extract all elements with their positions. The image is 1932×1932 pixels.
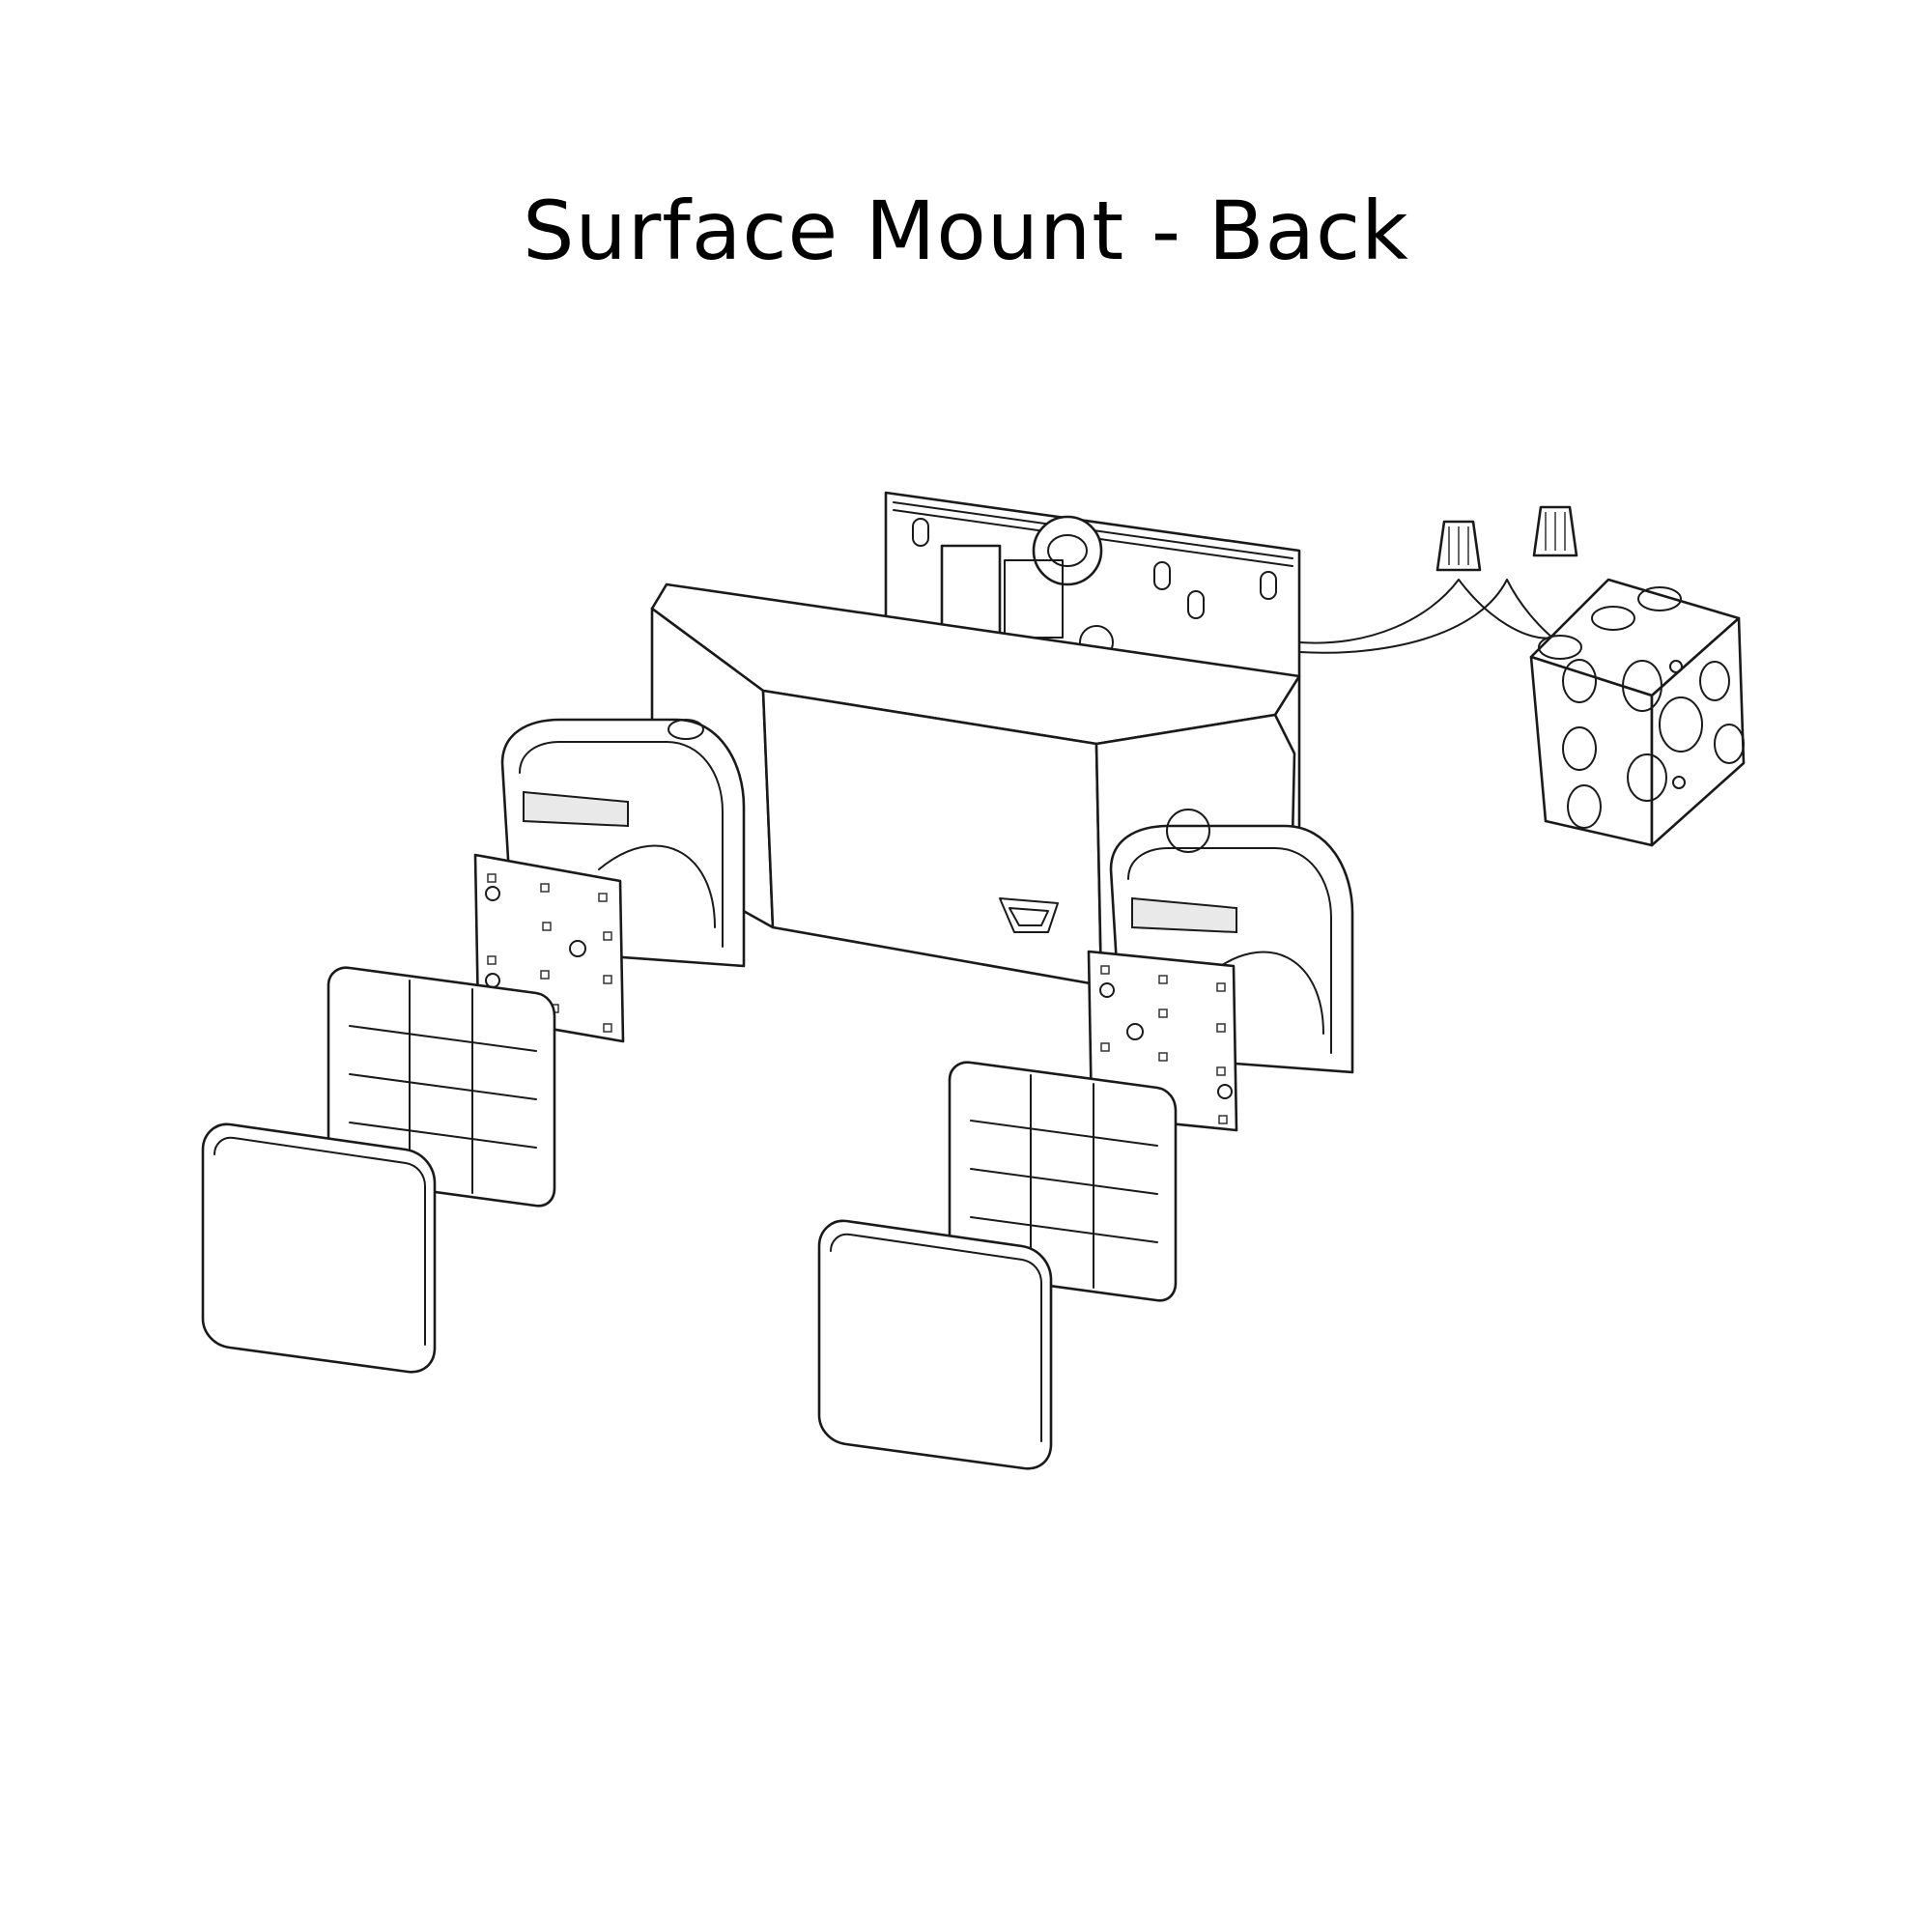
wire-nut-1: [1435, 520, 1482, 572]
right-lens: [817, 1219, 1053, 1470]
junction-box: [1529, 578, 1746, 847]
wire-nut-2: [1532, 505, 1578, 557]
wiring: [1298, 505, 1605, 687]
left-lens: [201, 1122, 437, 1374]
diagram-title: Surface Mount - Back: [523, 184, 1409, 278]
